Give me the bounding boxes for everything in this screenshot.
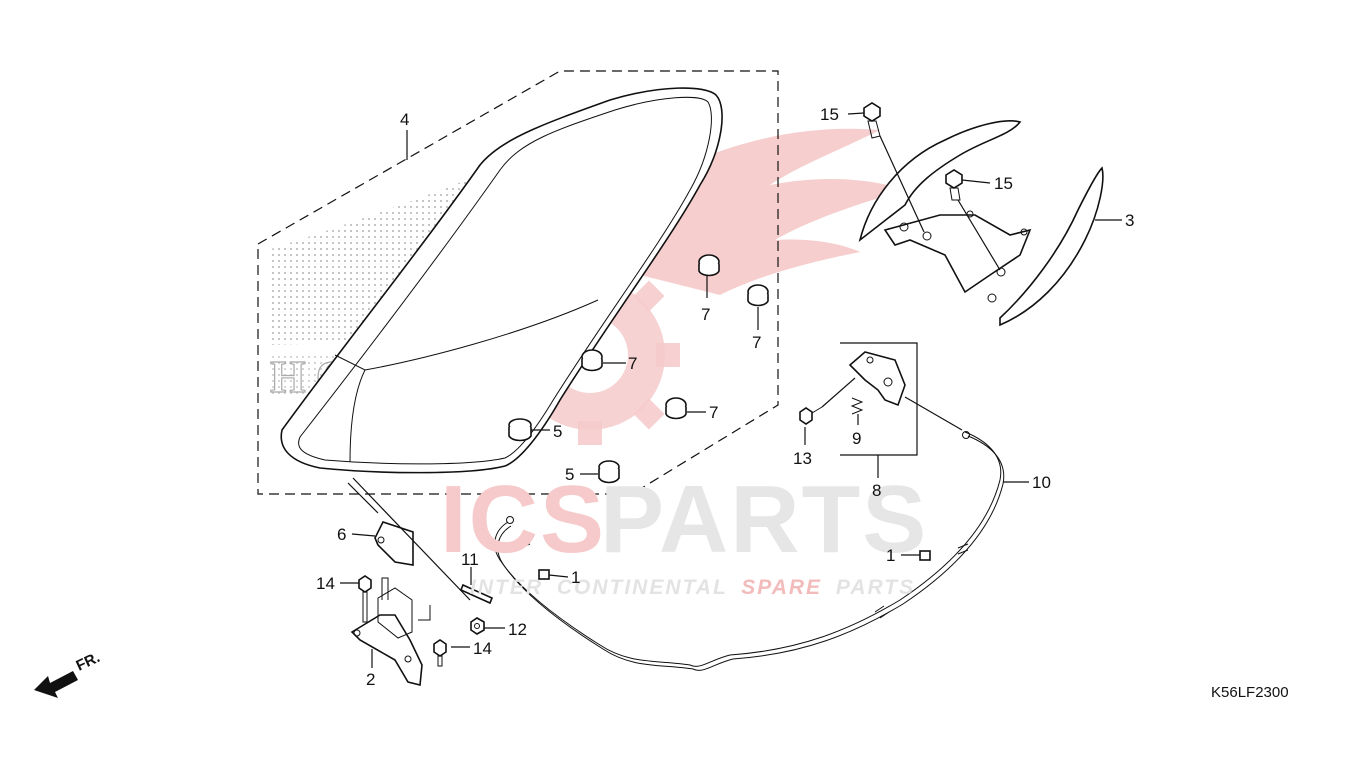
bolt-14a [358,575,372,623]
callout-7a: 7 [701,305,710,324]
callout-3: 3 [1125,211,1134,230]
cushion-5a [508,418,532,442]
callout-14a: 14 [316,574,335,593]
pin-11 [459,583,494,605]
seat-group-frame [257,70,779,495]
bolt-13 [799,406,823,425]
callout-1a: 1 [571,568,580,587]
callouts: 4 3 15 15 7 7 7 7 5 5 6 11 14 12 14 2 1 … [316,105,1134,689]
grab-rail [858,120,1104,327]
watermark-brand-left: ICS [440,466,606,573]
callout-7b: 7 [752,333,761,352]
callout-5b: 5 [565,465,574,484]
front-label: FR. [74,649,103,675]
opener-cable [494,431,1005,671]
callout-15a: 15 [820,105,839,124]
callout-8: 8 [872,481,881,500]
bracket-6 [374,521,414,566]
grommet-7d [665,397,687,420]
callout-11: 11 [461,550,479,569]
spring-9 [850,397,864,415]
cushion-5b [598,460,620,484]
watermark-text: ICS PARTS INTER CONTINENTAL SPARE PARTS [440,466,928,599]
watermark-brand-right: PARTS [600,466,928,573]
callout-7d: 7 [709,403,718,422]
callout-15b: 15 [994,174,1013,193]
grommet-7b [747,284,769,307]
callout-2: 2 [366,670,375,689]
callout-5a: 5 [553,422,562,441]
diagram-code: K56LF2300 [1211,684,1289,701]
seat-lock [848,351,906,407]
watermark-tagline: INTER CONTINENTAL SPARE PARTS [470,576,915,599]
callout-4: 4 [400,110,409,129]
callout-9: 9 [852,429,861,448]
grommet-7c [581,349,603,372]
callout-12: 12 [508,620,527,639]
hinge-2 [350,577,431,687]
seat: HONDA [268,87,723,474]
callout-14b: 14 [473,639,492,658]
callout-7c: 7 [628,354,637,373]
leader-lines [340,112,1122,668]
callout-13: 13 [793,449,812,468]
grommet-7a [698,254,720,277]
bolt-15b [945,169,963,201]
callout-1b: 1 [886,546,895,565]
nut-12 [470,617,485,635]
clip-1a [538,569,550,580]
bolt-14b [433,639,447,667]
front-arrow-icon [34,671,78,698]
callout-10: 10 [1032,473,1051,492]
front-direction-indicator: FR. [34,649,103,698]
callout-6: 6 [337,525,346,544]
